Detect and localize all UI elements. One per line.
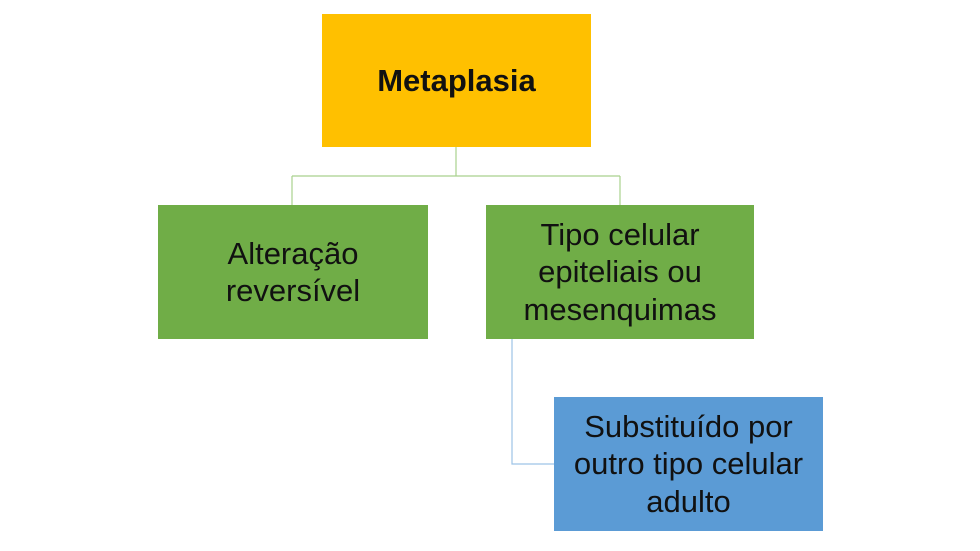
node-substituido: Substituído por outro tipo celular adult… xyxy=(554,397,823,531)
node-alteracao-reversivel-label: Alteração reversível xyxy=(225,235,361,308)
node-tipo-celular-label: Tipo celular epiteliais ou mesenquimas xyxy=(523,217,717,327)
node-tipo-celular: Tipo celular epiteliais ou mesenquimas xyxy=(486,205,754,339)
node-substituido-label: Substituído por outro tipo celular adult… xyxy=(573,409,804,519)
node-metaplasia: Metaplasia xyxy=(322,14,591,147)
node-metaplasia-label: Metaplasia xyxy=(377,62,536,98)
connector-root-to-children xyxy=(291,147,621,205)
node-alteracao-reversivel: Alteração reversível xyxy=(158,205,428,339)
connector-right-to-bottom xyxy=(511,339,554,465)
